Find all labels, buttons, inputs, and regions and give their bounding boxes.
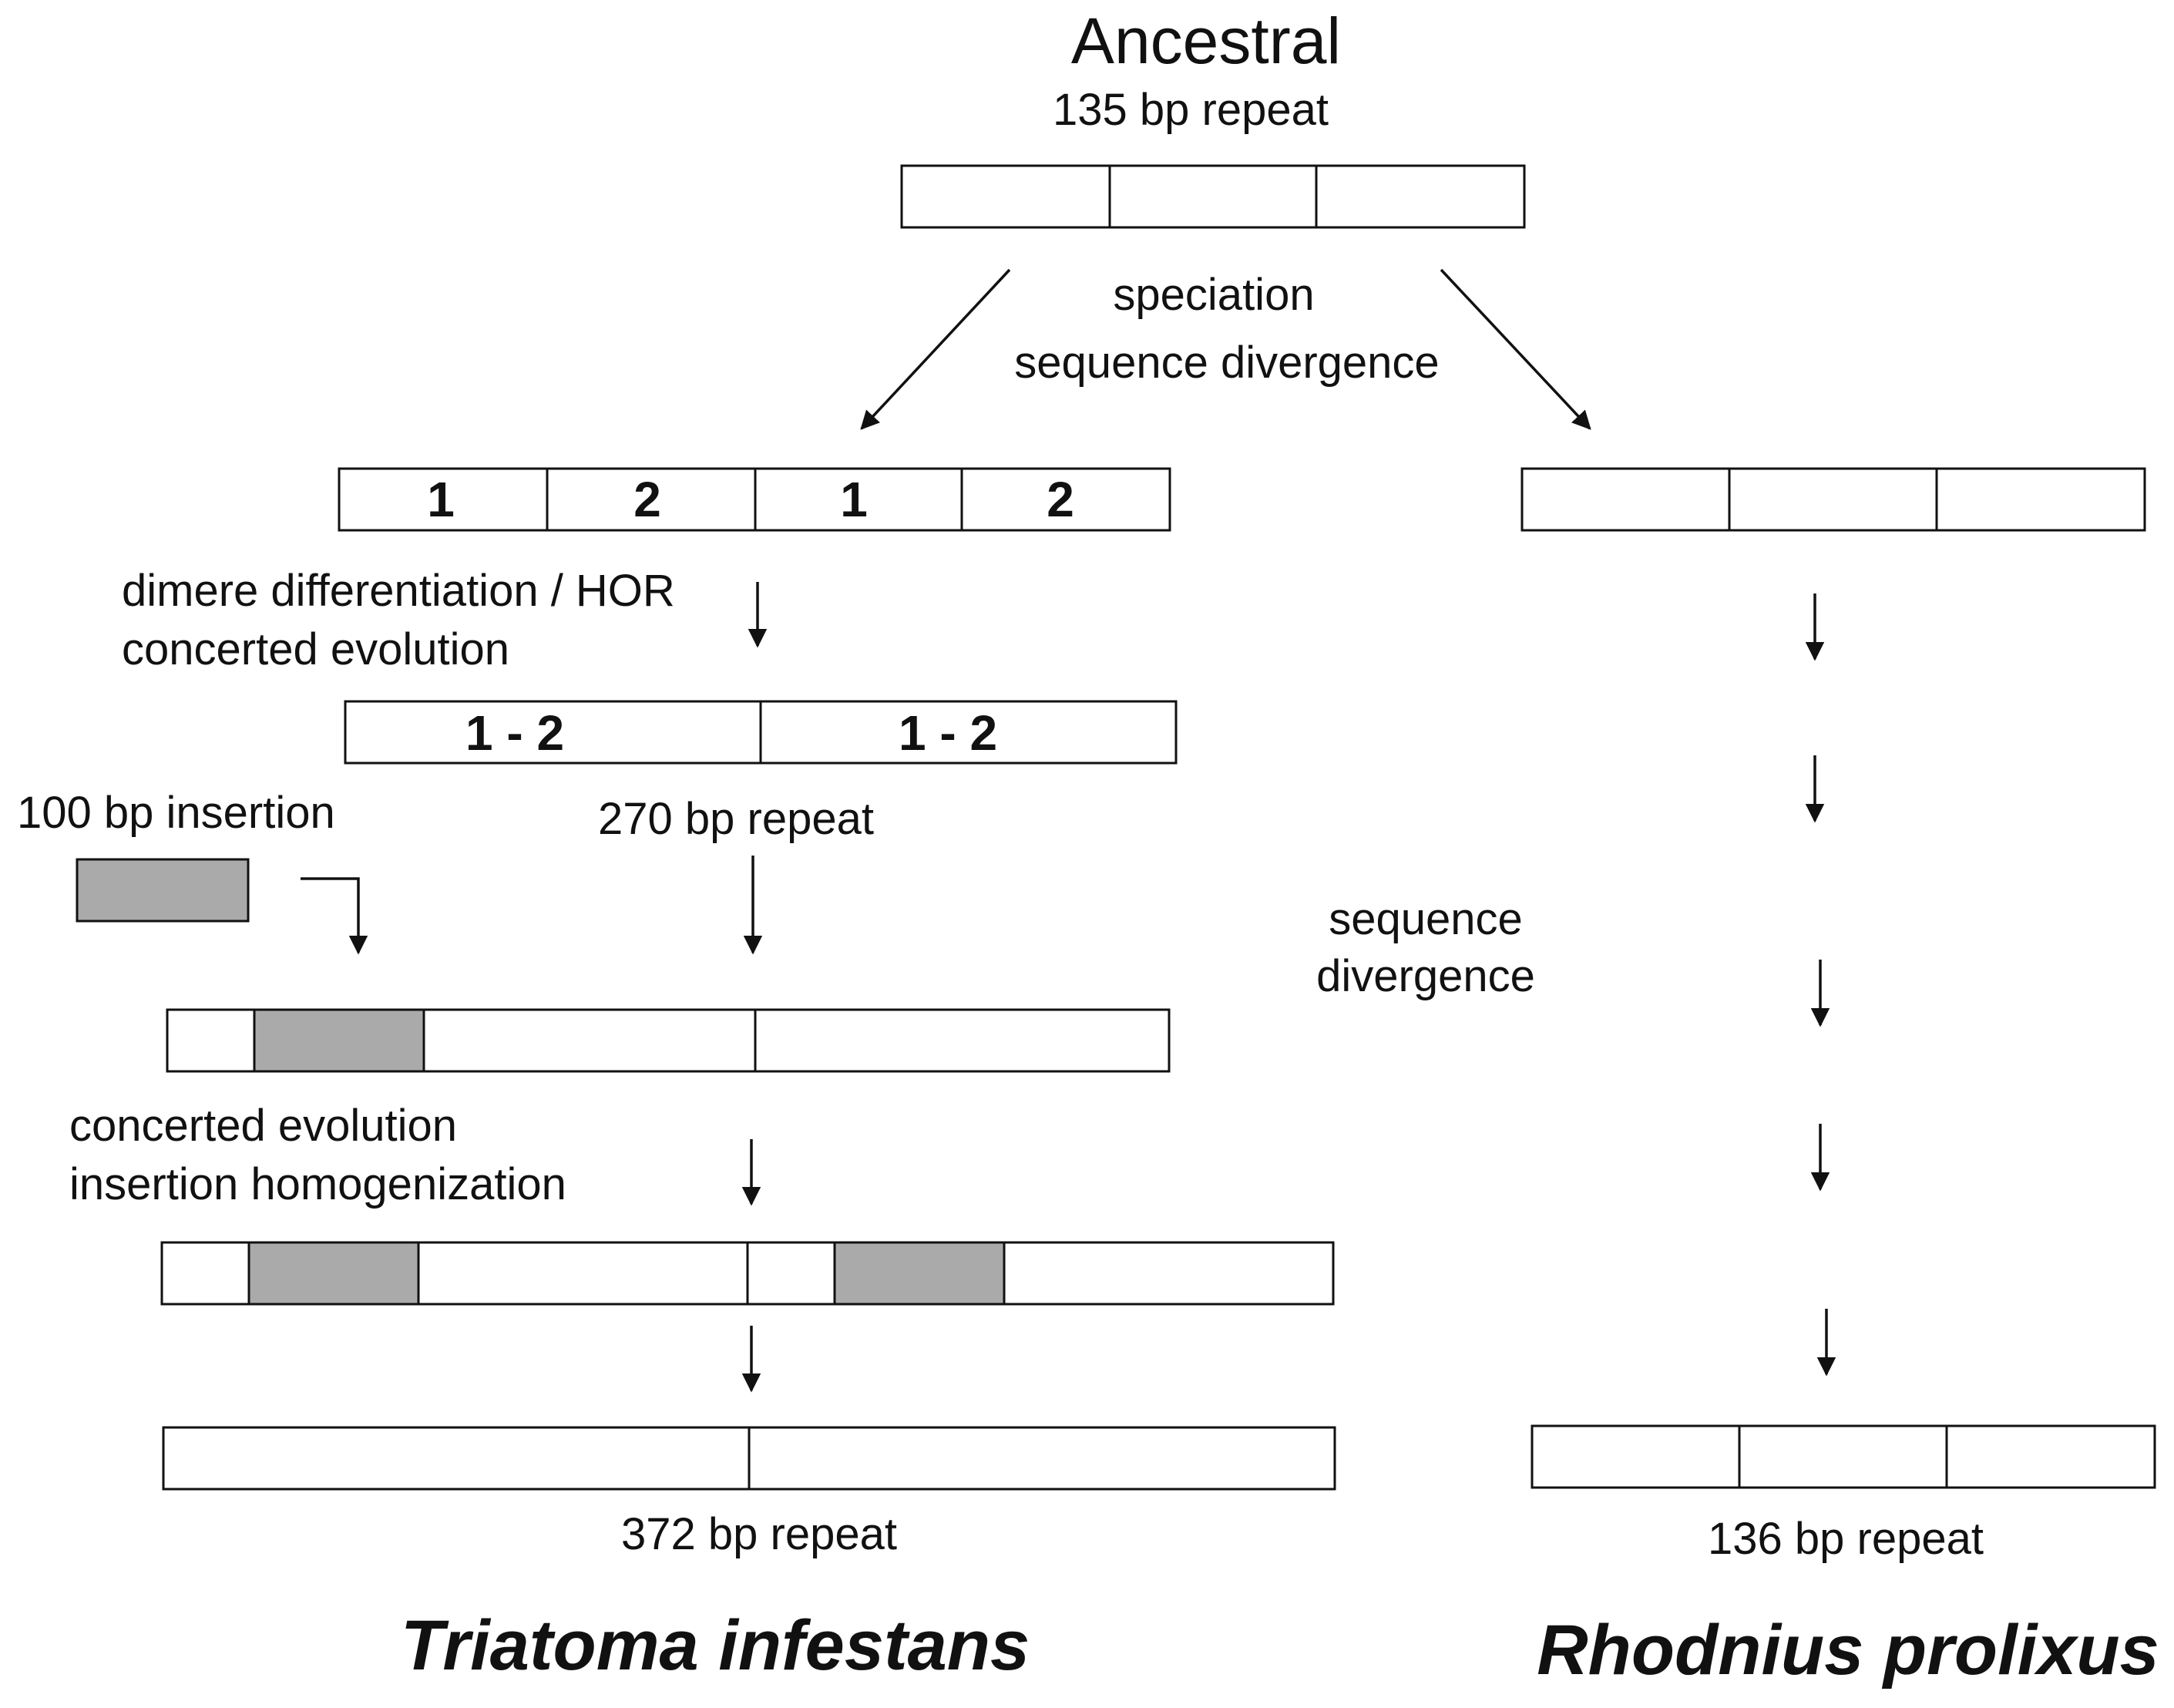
- ancestral-title: Ancestral: [1071, 5, 1341, 77]
- dimer-unit-label: 2: [633, 472, 661, 527]
- dimer-repeat-array: 1 2 1 2: [338, 467, 1171, 532]
- insertion-block: [247, 1241, 420, 1306]
- species-triatoma-label: Triatoma infestans: [401, 1606, 1030, 1685]
- final-372-repeat-array: [162, 1426, 1336, 1491]
- insertion-homogenization-label: insertion homogenization: [69, 1159, 566, 1209]
- speciation-arrow-left: [860, 268, 1011, 430]
- insertion-label: 100 bp insertion: [17, 788, 335, 838]
- hor-unit-label: 1 - 2: [465, 705, 564, 761]
- homogenized-repeat-array: [160, 1241, 1335, 1306]
- repeat-270-label: 270 bp repeat: [598, 794, 874, 844]
- hor-repeat-array: 1 - 2 1 - 2: [344, 700, 1178, 765]
- rhodnius-repeat-array: [1520, 467, 2146, 532]
- dimer-unit-label: 1: [427, 472, 455, 527]
- insertion-block: [253, 1008, 425, 1073]
- repeat-array-frame: [1520, 467, 2146, 532]
- concerted-evolution-label-2: concerted evolution: [69, 1101, 457, 1151]
- rhodnius-divergence-label: sequence: [1329, 894, 1523, 944]
- hor-unit-label: 1 - 2: [899, 705, 997, 761]
- concerted-evolution-label: concerted evolution: [122, 624, 509, 674]
- insertion-elbow-arrow: [301, 877, 368, 955]
- rhodnius-final-repeat-array: [1531, 1424, 2156, 1489]
- species-rhodnius-label: Rhodnius prolixus: [1537, 1611, 2159, 1690]
- ancestral-repeat-array: [900, 164, 1526, 229]
- repeat-array-frame: [1531, 1424, 2156, 1489]
- repeat-372-label: 372 bp repeat: [621, 1509, 897, 1559]
- dimer-unit-label: 1: [840, 472, 868, 527]
- inserted-repeat-array: [166, 1008, 1171, 1073]
- insertion-block: [76, 858, 250, 923]
- dimer-differentiation-label: dimere differentiation / HOR: [122, 566, 675, 616]
- speciation-label: speciation: [1113, 270, 1314, 320]
- repeat-array-frame: [900, 164, 1526, 229]
- speciation-arrow-right: [1440, 268, 1591, 430]
- ancestral-repeat-label: 135 bp repeat: [1053, 85, 1329, 135]
- insertion-block: [833, 1241, 1006, 1306]
- rhodnius-divergence-label-2: divergence: [1316, 951, 1535, 1001]
- repeat-136-label: 136 bp repeat: [1708, 1514, 1984, 1564]
- sequence-divergence-label: sequence divergence: [1014, 338, 1439, 388]
- dimer-unit-label: 2: [1047, 472, 1074, 527]
